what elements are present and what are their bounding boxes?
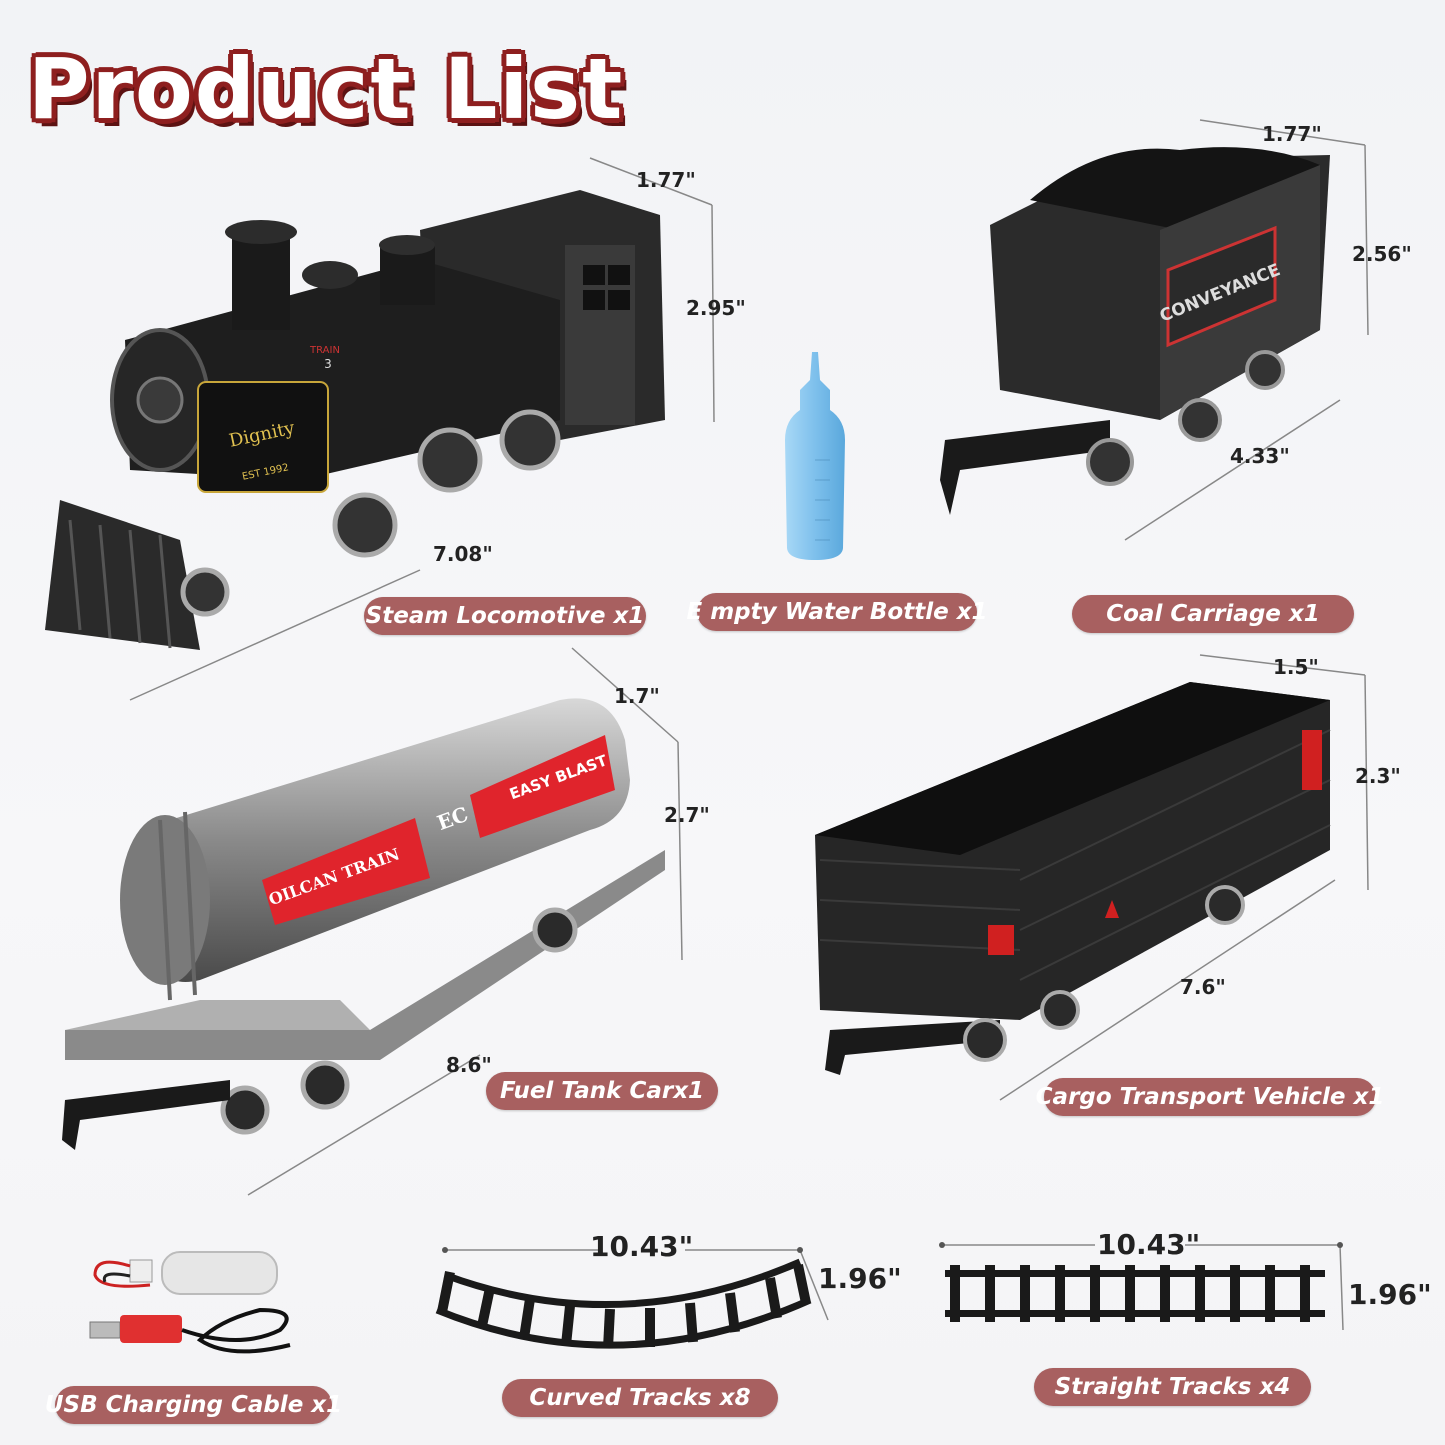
cargo-length-label: 7.6" — [1180, 975, 1226, 999]
cargo-height-label: 2.3" — [1355, 764, 1401, 788]
locomotive-number-text: 3 — [324, 357, 332, 371]
curved-tracks-label: Curved Tracks x8 — [502, 1379, 778, 1417]
cargo-vehicle-image — [815, 654, 1369, 1101]
usb-cable-label: USB Charging Cable x1 — [45, 1386, 342, 1424]
fuel-tank-car-image: OILCAN TRAIN EASY BLAST EC — [62, 647, 683, 1196]
straight-tracks-image — [939, 1242, 1344, 1331]
straight-tracks-label: Straight Tracks x4 — [1034, 1368, 1311, 1406]
steam-locomotive-label: Steam Locomotive x1 — [364, 597, 646, 635]
fuel-tank-car-label: Fuel Tank Carx1 — [486, 1072, 718, 1110]
usb-cable-image — [89, 1251, 291, 1354]
tank-width-label: 1.7" — [614, 684, 660, 708]
locomotive-train-text: TRAIN — [309, 345, 340, 356]
locomotive-width-label: 1.77" — [636, 168, 696, 192]
curved-length-label: 10.43" — [590, 1230, 694, 1263]
cargo-width-label: 1.5" — [1273, 655, 1319, 679]
coal-length-label: 4.33" — [1230, 444, 1290, 468]
coal-width-label: 1.77" — [1262, 122, 1322, 146]
tank-length-label: 8.6" — [446, 1053, 492, 1077]
coal-carriage-image: CONVEYANCE — [940, 119, 1369, 541]
coal-height-label: 2.56" — [1352, 242, 1412, 266]
tank-height-label: 2.7" — [664, 803, 710, 827]
water-bottle-image — [785, 352, 845, 560]
page-title: Product List — [28, 40, 625, 138]
locomotive-length-label: 7.08" — [433, 542, 493, 566]
cargo-vehicle-label: Cargo Transport Vehicle x1 — [1036, 1078, 1384, 1116]
steam-locomotive-image: Dignity EST 1992 TRAIN 3 — [45, 157, 715, 701]
straight-height-label: 1.96" — [1348, 1278, 1432, 1311]
straight-length-label: 10.43" — [1097, 1228, 1201, 1261]
curved-height-label: 1.96" — [818, 1262, 902, 1295]
locomotive-height-label: 2.95" — [686, 296, 746, 320]
water-bottle-label: E mpty Water Bottle x1 — [686, 593, 988, 631]
curved-tracks-image — [435, 1247, 829, 1349]
coal-carriage-label: Coal Carriage x1 — [1072, 595, 1354, 633]
